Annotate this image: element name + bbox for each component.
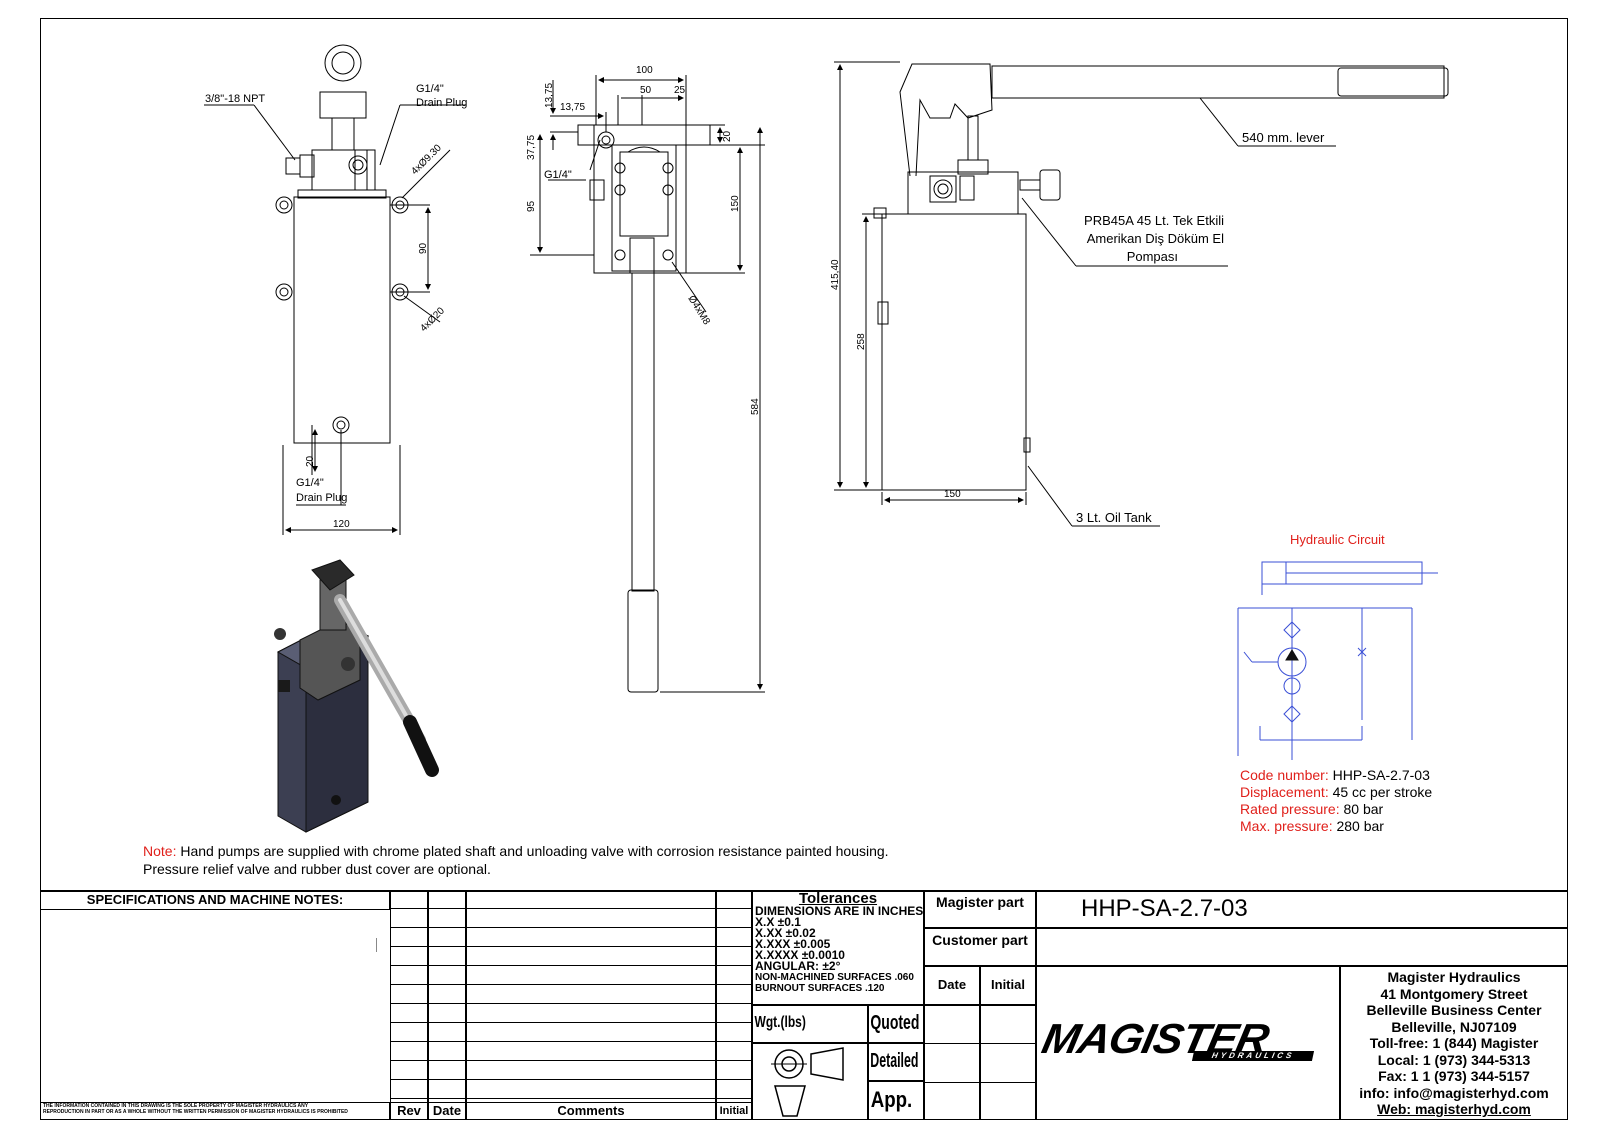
dim-90: 90: [418, 242, 429, 254]
app-cell: App.: [868, 1081, 924, 1120]
isometric-pump-image: [274, 559, 439, 833]
weight-cell: Wgt.(lbs): [752, 1005, 868, 1043]
tolerance-line: ANGULAR: ±2°: [755, 959, 841, 973]
magister-logo: MAGISTER HYDRAULICS: [1038, 1015, 1333, 1069]
dim-25: 25: [674, 85, 686, 96]
initial-header: Initial: [716, 1102, 752, 1120]
dim-415-40: 415,40: [830, 259, 841, 290]
npt-label: 3/8"-18 NPT: [205, 93, 265, 105]
pump-name-line-3: Pompası: [1127, 249, 1178, 264]
company-line: Magister Hydraulics: [1387, 969, 1521, 985]
company-line: info: info@magisterhyd.com: [1359, 1084, 1549, 1101]
dim-150-right: 150: [944, 489, 961, 500]
company-line: Fax: 1 1 (973) 344-5157: [1378, 1068, 1530, 1084]
company-line: 41 Montgomery Street: [1380, 985, 1528, 1002]
tolerance-line: X.XXX ±0.005: [755, 937, 831, 951]
dim-20-bottom: 20: [305, 455, 316, 467]
dim-100: 100: [636, 65, 653, 76]
g14-label-top: G1/4": [416, 83, 444, 95]
logo-cell: MAGISTER HYDRAULICS: [1036, 966, 1340, 1120]
spec-rated-pressure: Rated pressure: 80 bar: [1240, 801, 1384, 817]
tolerance-line: X.XXXX ±0.0010: [755, 948, 845, 962]
company-line: Local: 1 (973) 344-5313: [1377, 1051, 1531, 1068]
tank-label: 3 Lt. Oil Tank: [1076, 510, 1152, 525]
tolerance-line: DIMENSIONS ARE IN INCHES: [755, 904, 924, 918]
date2-cell: Date: [924, 966, 980, 1005]
g14-label-side: G1/4": [544, 169, 572, 181]
dim-95: 95: [526, 200, 537, 212]
dim-37-75: 37,75: [526, 135, 537, 160]
drain-plug-label-bottom: Drain Plug: [296, 492, 347, 504]
tolerance-line: BURNOUT SURFACES .120: [755, 983, 885, 994]
dim-258: 258: [856, 333, 867, 350]
side-view: [530, 75, 765, 693]
company-line: Web: magisterhyd.com: [1377, 1101, 1531, 1117]
tolerance-line: X.XX ±0.02: [755, 926, 816, 940]
dim-150-side: 150: [730, 195, 741, 212]
dim-13-75-h: 13,75: [560, 102, 585, 113]
company-line: Toll-free: 1 (844) Magister: [1369, 1035, 1539, 1051]
hydraulic-circuit-diagram: [1237, 561, 1438, 760]
dim-20-side: 20: [722, 130, 733, 142]
hole-label-9-30: 4xØ9.30: [409, 142, 444, 177]
title-block: SPECIFICATIONS AND MACHINE NOTES: THE IN…: [40, 890, 1568, 1120]
front-view: [204, 44, 466, 535]
dim-50: 50: [640, 85, 652, 96]
circuit-title: Hydraulic Circuit: [1290, 532, 1385, 547]
right-view: [834, 61, 1449, 527]
company-line: Belleville, NJ07109: [1391, 1018, 1517, 1035]
dim-13-75-v: 13,75: [544, 83, 555, 108]
magister-part-label: Magister part: [924, 890, 1036, 928]
spec-header-cell: SPECIFICATIONS AND MACHINE NOTES:: [40, 890, 390, 910]
thread-label: Ø4xM8: [685, 294, 712, 328]
spec-displacement: Displacement: 45 cc per stroke: [1240, 784, 1433, 800]
quoted-cell: Quoted: [868, 1005, 924, 1043]
comments-header: Comments: [466, 1102, 716, 1120]
lever-label: 540 mm. lever: [1242, 130, 1325, 145]
part-number-cell: HHP-SA-2.7-03: [1036, 890, 1568, 928]
tolerance-line: X.X ±0.1: [755, 915, 801, 929]
spec-code: Code number: HHP-SA-2.7-03: [1240, 767, 1430, 783]
g14-label-bottom: G1/4": [296, 477, 324, 489]
company-line: Belleville Business Center: [1366, 1002, 1542, 1018]
revision-grid-lines: [390, 890, 752, 1120]
spec-list: Code number: HHP-SA-2.7-03 Displacement:…: [1240, 767, 1432, 835]
technical-drawing: 3/8"-18 NPT G1/4" Drain Plug 4xØ9.30 4xØ…: [204, 44, 1449, 833]
detailed-cell: Detailed: [868, 1043, 924, 1081]
part-number: HHP-SA-2.7-03: [1081, 895, 1248, 922]
pump-name-line-1: PRB45A 45 Lt. Tek Etkili: [1084, 213, 1224, 228]
note-text: Note: Hand pumps are supplied with chrom…: [143, 843, 889, 877]
third-angle-projection-icon: [771, 1047, 844, 1117]
customer-part-label: Customer part: [924, 928, 1036, 966]
initial2-cell: Initial: [980, 966, 1036, 1005]
spec-max-pressure: Max. pressure: 280 bar: [1240, 818, 1384, 834]
date-header: Date: [428, 1102, 466, 1120]
disclaimer-cell: THE INFORMATION CONTAINED IN THIS DRAWIN…: [40, 1102, 390, 1120]
pump-name-line-2: Amerikan Diş Döküm El: [1087, 231, 1224, 246]
customer-part-value: [1036, 928, 1568, 966]
drain-plug-label-top: Drain Plug: [416, 97, 467, 109]
projection-symbol-cell: [752, 1043, 868, 1120]
dim-120: 120: [333, 519, 350, 530]
rev-header: Rev: [390, 1102, 428, 1120]
dim-584: 584: [750, 398, 761, 415]
tolerance-line: NON-MACHINED SURFACES .060: [755, 972, 914, 983]
